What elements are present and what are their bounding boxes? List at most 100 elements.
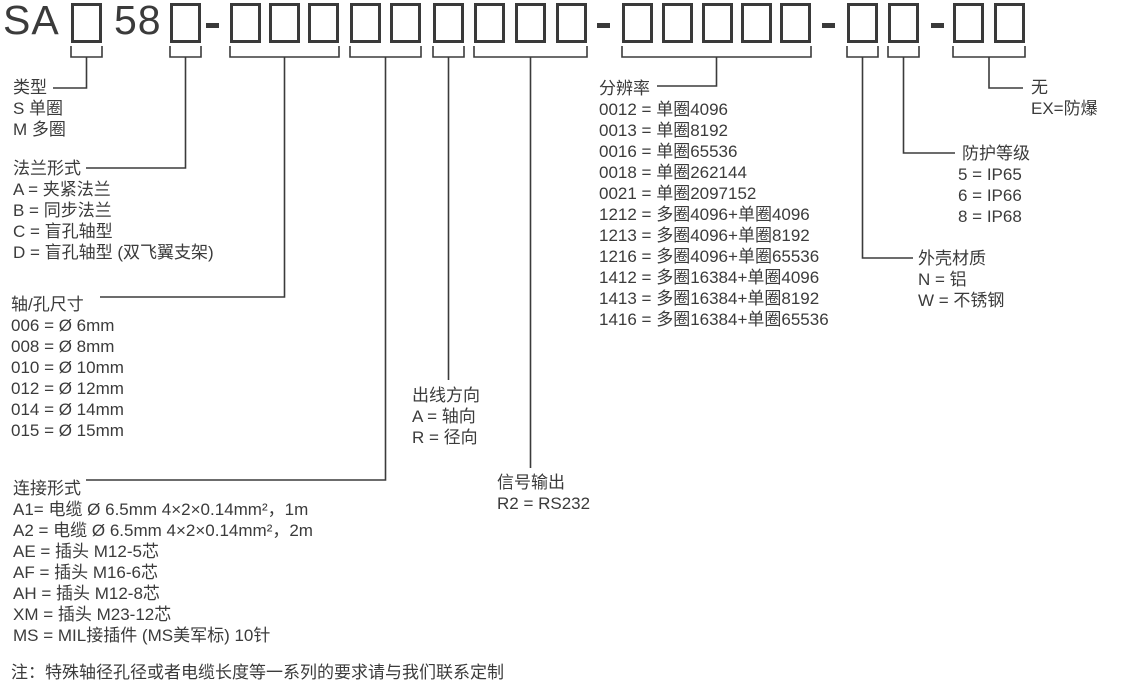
leader-housing [861, 57, 913, 259]
legend-item: 6 = IP66 [958, 186, 1022, 205]
protection-code-box [888, 3, 919, 43]
legend-item: R2 = RS232 [497, 494, 591, 513]
legend-item: MS = MIL接插件 (MS美军标) 10针 [13, 626, 271, 645]
flange-legend-label: 法兰形式 [13, 159, 81, 178]
legend-item: 0012 = 单圈4096 [599, 100, 729, 119]
separator-dash-1 [206, 23, 219, 28]
shaft-legend-label: 轴/孔尺寸 [11, 295, 84, 314]
bracket-outlet [432, 46, 465, 58]
resolution-code-box-4 [741, 3, 772, 43]
legend-item: XM = 插头 M23-12芯 [13, 605, 172, 624]
flange-code-box [170, 3, 201, 43]
separator-dash-2 [597, 23, 610, 28]
bracket-resolution [621, 46, 812, 58]
bracket-flange [169, 46, 202, 58]
outlet-code-box [433, 3, 464, 43]
type-legend: 类型 S 单圈 M 多圈 [13, 77, 66, 140]
leader-protection [902, 57, 955, 154]
protection-legend-label: 防护等级 [962, 144, 1030, 163]
housing-code-box [847, 3, 878, 43]
bracket-type [70, 46, 103, 58]
explosion-legend: 无 EX=防爆 [1031, 77, 1098, 119]
separator-dash-4 [931, 23, 944, 28]
legend-item: A = 轴向 [412, 407, 476, 426]
legend-item: 006 = Ø 6mm [11, 316, 115, 335]
resolution-legend: 分辨率 0012 = 单圈4096 0013 = 单圈8192 0016 = 单… [599, 78, 829, 330]
legend-item: W = 不锈钢 [918, 291, 1005, 310]
housing-legend: 外壳材质 N = 铝 W = 不锈钢 [918, 248, 1004, 311]
legend-item: M 多圈 [13, 120, 66, 139]
explosion-legend-label: 无 [1031, 78, 1048, 97]
legend-item: C = 盲孔轴型 [13, 222, 113, 241]
legend-item: A2 = 电缆 Ø 6.5mm 4×2×0.14mm²，2m [13, 521, 313, 540]
bracket-connection [349, 46, 422, 58]
outlet-legend-label: 出线方向 [412, 386, 480, 405]
shaft-legend: 轴/孔尺寸 006 = Ø 6mm 008 = Ø 8mm 010 = Ø 10… [11, 294, 124, 441]
leader-connection [86, 57, 387, 481]
legend-item: 5 = IP65 [958, 165, 1022, 184]
legend-item: 008 = Ø 8mm [11, 337, 115, 356]
shaft-code-box-1 [230, 3, 261, 43]
signal-code-box-3 [556, 3, 587, 43]
bracket-signal [473, 46, 588, 58]
protection-legend: 防护等级 5 = IP65 6 = IP66 8 = IP68 [958, 143, 1030, 227]
resolution-code-box-2 [662, 3, 693, 43]
resolution-legend-label: 分辨率 [599, 79, 650, 98]
leader-flange [86, 57, 187, 169]
separator-dash-3 [822, 23, 835, 28]
legend-item: A1= 电缆 Ø 6.5mm 4×2×0.14mm²，1m [13, 500, 309, 519]
legend-item: B = 同步法兰 [13, 201, 112, 220]
legend-item: S 单圈 [13, 99, 64, 118]
legend-item: 012 = Ø 12mm [11, 379, 124, 398]
signal-code-box-1 [474, 3, 505, 43]
bracket-housing [846, 46, 879, 58]
housing-legend-label: 外壳材质 [918, 249, 986, 268]
explosion-code-box-1 [953, 3, 984, 43]
legend-item: 1216 = 多圈4096+单圈65536 [599, 247, 820, 266]
legend-item: 010 = Ø 10mm [11, 358, 124, 377]
shaft-code-box-2 [269, 3, 300, 43]
bracket-protection [887, 46, 920, 58]
model-prefix: SA [3, 0, 60, 43]
legend-item: 1212 = 多圈4096+单圈4096 [599, 205, 810, 224]
outlet-legend: 出线方向 A = 轴向 R = 径向 [412, 385, 480, 448]
resolution-code-box-3 [702, 3, 733, 43]
connection-code-box-2 [390, 3, 421, 43]
leader-explosion [988, 57, 1023, 89]
legend-item: R = 径向 [412, 428, 478, 447]
connection-code-box-1 [350, 3, 381, 43]
connection-legend-label: 连接形式 [13, 479, 81, 498]
bracket-shaft [229, 46, 340, 58]
type-code-box [71, 3, 102, 43]
signal-legend-label: 信号输出 [497, 473, 565, 492]
legend-item: EX=防爆 [1031, 99, 1098, 118]
legend-item: AE = 插头 M12-5芯 [13, 542, 159, 561]
legend-item: 0021 = 单圈2097152 [599, 184, 757, 203]
legend-item: A = 夹紧法兰 [13, 180, 111, 199]
legend-item: 015 = Ø 15mm [11, 421, 124, 440]
legend-item: 1412 = 多圈16384+单圈4096 [599, 268, 820, 287]
model-series: 58 [114, 0, 162, 43]
shaft-code-box-3 [308, 3, 339, 43]
legend-item: 0018 = 单圈262144 [599, 163, 747, 182]
custom-order-note: 注：特殊轴径孔径或者电缆长度等一系列的要求请与我们联系定制 [11, 663, 504, 682]
legend-item: AF = 插头 M16-6芯 [13, 563, 159, 582]
legend-item: 0013 = 单圈8192 [599, 121, 729, 140]
resolution-code-box-5 [780, 3, 811, 43]
legend-item: 0016 = 单圈65536 [599, 142, 738, 161]
signal-legend: 信号输出 R2 = RS232 [497, 472, 590, 514]
explosion-code-box-2 [994, 3, 1025, 43]
flange-legend: 法兰形式 A = 夹紧法兰 B = 同步法兰 C = 盲孔轴型 D = 盲孔轴型… [13, 158, 214, 263]
legend-item: 8 = IP68 [958, 207, 1022, 226]
resolution-code-box-1 [622, 3, 653, 43]
legend-item: AH = 插头 M12-8芯 [13, 584, 160, 603]
signal-code-box-2 [515, 3, 546, 43]
legend-item: 1213 = 多圈4096+单圈8192 [599, 226, 810, 245]
connection-legend: 连接形式 A1= 电缆 Ø 6.5mm 4×2×0.14mm²，1m A2 = … [13, 478, 313, 646]
legend-item: 014 = Ø 14mm [11, 400, 124, 419]
legend-item: N = 铝 [918, 270, 967, 289]
legend-item: D = 盲孔轴型 (双飞翼支架) [13, 243, 214, 262]
bracket-explosion [952, 46, 1026, 58]
legend-item: 1413 = 多圈16384+单圈8192 [599, 289, 820, 308]
